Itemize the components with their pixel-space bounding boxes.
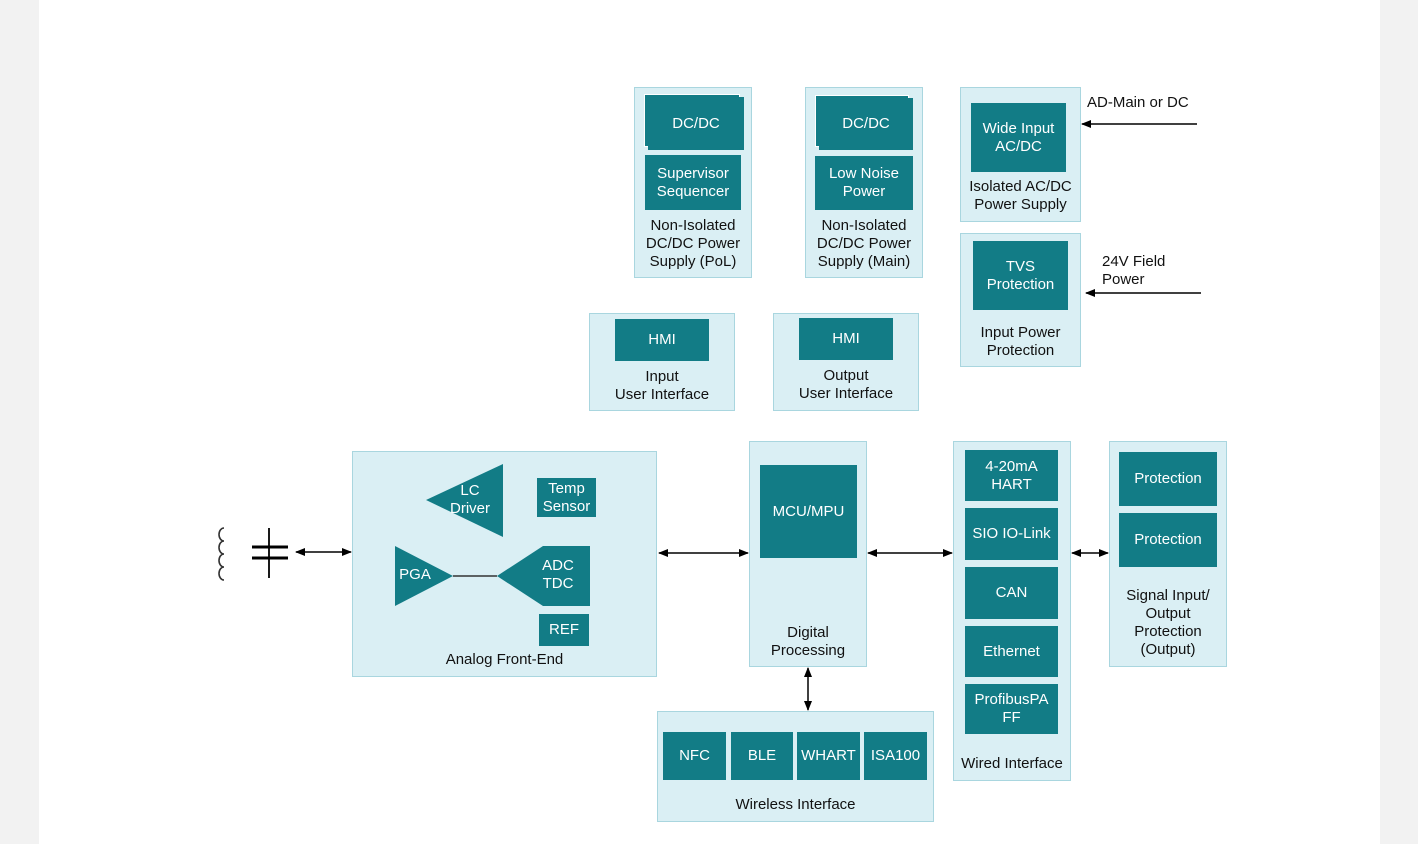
main-dcdc-block: DC/DC bbox=[819, 98, 913, 150]
input-hmi-block: HMI bbox=[615, 319, 709, 361]
wide-input-acdc-label: Wide Input AC/DC bbox=[982, 119, 1055, 155]
wireless-item-isa100-label: ISA100 bbox=[870, 747, 921, 764]
input-ui-caption: Input User Interface bbox=[614, 368, 710, 403]
wired-item-profibus-label: ProfibusPA FF bbox=[974, 691, 1049, 726]
pol-dcdc-label: DC/DC bbox=[672, 114, 720, 132]
ad-main-label: AD-Main or DC bbox=[1087, 94, 1189, 111]
pga-label: PGA bbox=[399, 566, 431, 583]
main-low-noise-block: Low Noise Power bbox=[815, 156, 913, 210]
signal-protection-label-2: Protection bbox=[1134, 531, 1202, 548]
adc-tdc-label: ADC TDC bbox=[542, 557, 574, 592]
wireless-item-whart-label: WHART bbox=[801, 747, 856, 764]
wired-item-can: CAN bbox=[965, 567, 1058, 619]
signal-protection-block-2: Protection bbox=[1119, 513, 1217, 567]
wireless-item-nfc-label: NFC bbox=[679, 747, 710, 764]
wireless-item-nfc: NFC bbox=[663, 732, 726, 780]
wireless-item-isa100: ISA100 bbox=[864, 732, 927, 780]
signal-protection-block-1: Protection bbox=[1119, 452, 1217, 506]
output-ui-caption: Output User Interface bbox=[798, 367, 894, 402]
temp-sensor-block: Temp Sensor bbox=[537, 478, 596, 517]
wireless-item-whart: WHART bbox=[797, 732, 860, 780]
wireless-item-ble-label: BLE bbox=[747, 747, 777, 764]
wired-item-ethernet: Ethernet bbox=[965, 626, 1058, 677]
mcu-mpu-block: MCU/MPU bbox=[760, 465, 857, 558]
tvs-protection-label: TVS Protection bbox=[986, 257, 1055, 293]
wired-item-io-link-label: SIO IO-Link bbox=[972, 525, 1051, 542]
digital-processing-caption: Digital Processing bbox=[770, 624, 846, 659]
main-supply-caption: Non-Isolated DC/DC Power Supply (Main) bbox=[816, 217, 912, 270]
wide-input-acdc-block: Wide Input AC/DC bbox=[971, 103, 1066, 172]
wired-item-profibus: ProfibusPA FF bbox=[965, 684, 1058, 734]
signal-protection-label-1: Protection bbox=[1134, 470, 1202, 487]
wired-item-ethernet-label: Ethernet bbox=[983, 642, 1040, 660]
mcu-mpu-label: MCU/MPU bbox=[772, 502, 845, 520]
wired-item-hart-label: 4-20mA HART bbox=[985, 457, 1038, 493]
lc-driver-label: LC Driver bbox=[450, 482, 490, 517]
tvs-protection-block: TVS Protection bbox=[973, 241, 1068, 310]
field-power-label: 24V Field Power bbox=[1102, 253, 1166, 288]
wired-item-hart: 4-20mA HART bbox=[965, 450, 1058, 501]
wireless-item-ble: BLE bbox=[731, 732, 793, 780]
pol-supply-caption: Non-Isolated DC/DC Power Supply (PoL) bbox=[645, 217, 741, 270]
input-protection-caption: Input Power Protection bbox=[980, 324, 1061, 359]
ref-block: REF bbox=[539, 614, 589, 646]
signal-protection-caption: Signal Input/ Output Protection (Output) bbox=[1126, 587, 1210, 658]
pol-supervisor-label: Supervisor Sequencer bbox=[656, 164, 730, 200]
pol-dcdc-block: DC/DC bbox=[648, 97, 744, 150]
wired-item-io-link: SIO IO-Link bbox=[965, 508, 1058, 560]
input-hmi-label: HMI bbox=[648, 331, 676, 348]
main-low-noise-label: Low Noise Power bbox=[828, 165, 900, 200]
afe-caption: Analog Front-End bbox=[445, 651, 564, 668]
pol-supervisor-block: Supervisor Sequencer bbox=[645, 155, 741, 210]
wireless-interface-caption: Wireless Interface bbox=[735, 796, 856, 813]
output-hmi-block: HMI bbox=[799, 318, 893, 360]
analog-front-end-panel bbox=[352, 451, 657, 677]
ref-label: REF bbox=[549, 621, 579, 638]
temp-sensor-label: Temp Sensor bbox=[542, 479, 591, 515]
wired-interface-caption: Wired Interface bbox=[961, 755, 1063, 772]
main-dcdc-label: DC/DC bbox=[842, 115, 890, 132]
isolated-supply-caption: Isolated AC/DC Power Supply bbox=[969, 178, 1072, 213]
output-hmi-label: HMI bbox=[832, 330, 860, 347]
wired-item-can-label: CAN bbox=[995, 584, 1028, 601]
